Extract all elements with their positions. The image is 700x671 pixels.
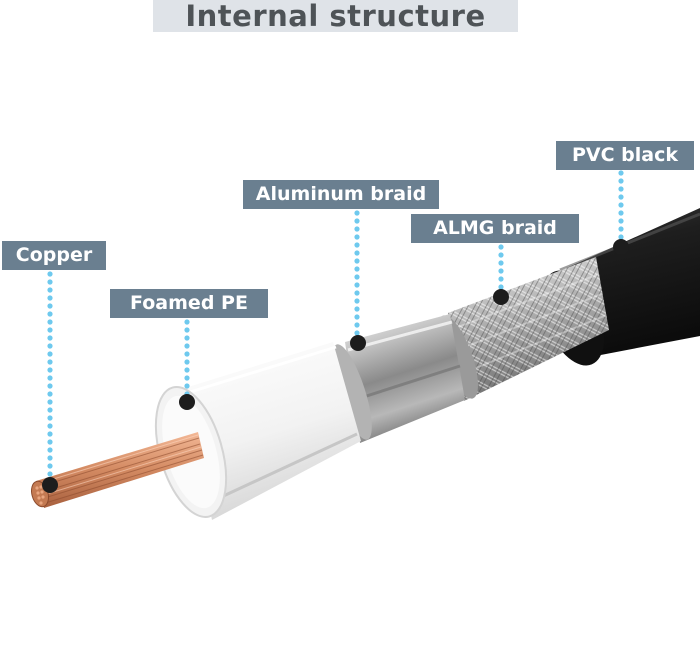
marker-foamed-pe bbox=[179, 394, 195, 410]
label-copper: Copper bbox=[2, 241, 106, 270]
copper-conductor-layer bbox=[31, 432, 204, 508]
foamed-pe-layer bbox=[154, 342, 361, 520]
aluminum-foil-layer bbox=[332, 314, 465, 443]
leader-lines bbox=[47, 170, 624, 477]
marker-almg-braid bbox=[493, 289, 509, 305]
label-foamed-pe: Foamed PE bbox=[110, 289, 268, 318]
marker-copper bbox=[42, 477, 58, 493]
label-almg-braid: ALMG braid bbox=[411, 214, 579, 243]
label-pvc-black: PVC black bbox=[556, 141, 694, 170]
marker-dots bbox=[42, 239, 629, 493]
diagram-title: Internal structure bbox=[153, 0, 518, 32]
marker-pvc-black bbox=[613, 239, 629, 255]
marker-aluminum-braid bbox=[350, 335, 366, 351]
label-aluminum-braid: Aluminum braid bbox=[243, 180, 439, 209]
